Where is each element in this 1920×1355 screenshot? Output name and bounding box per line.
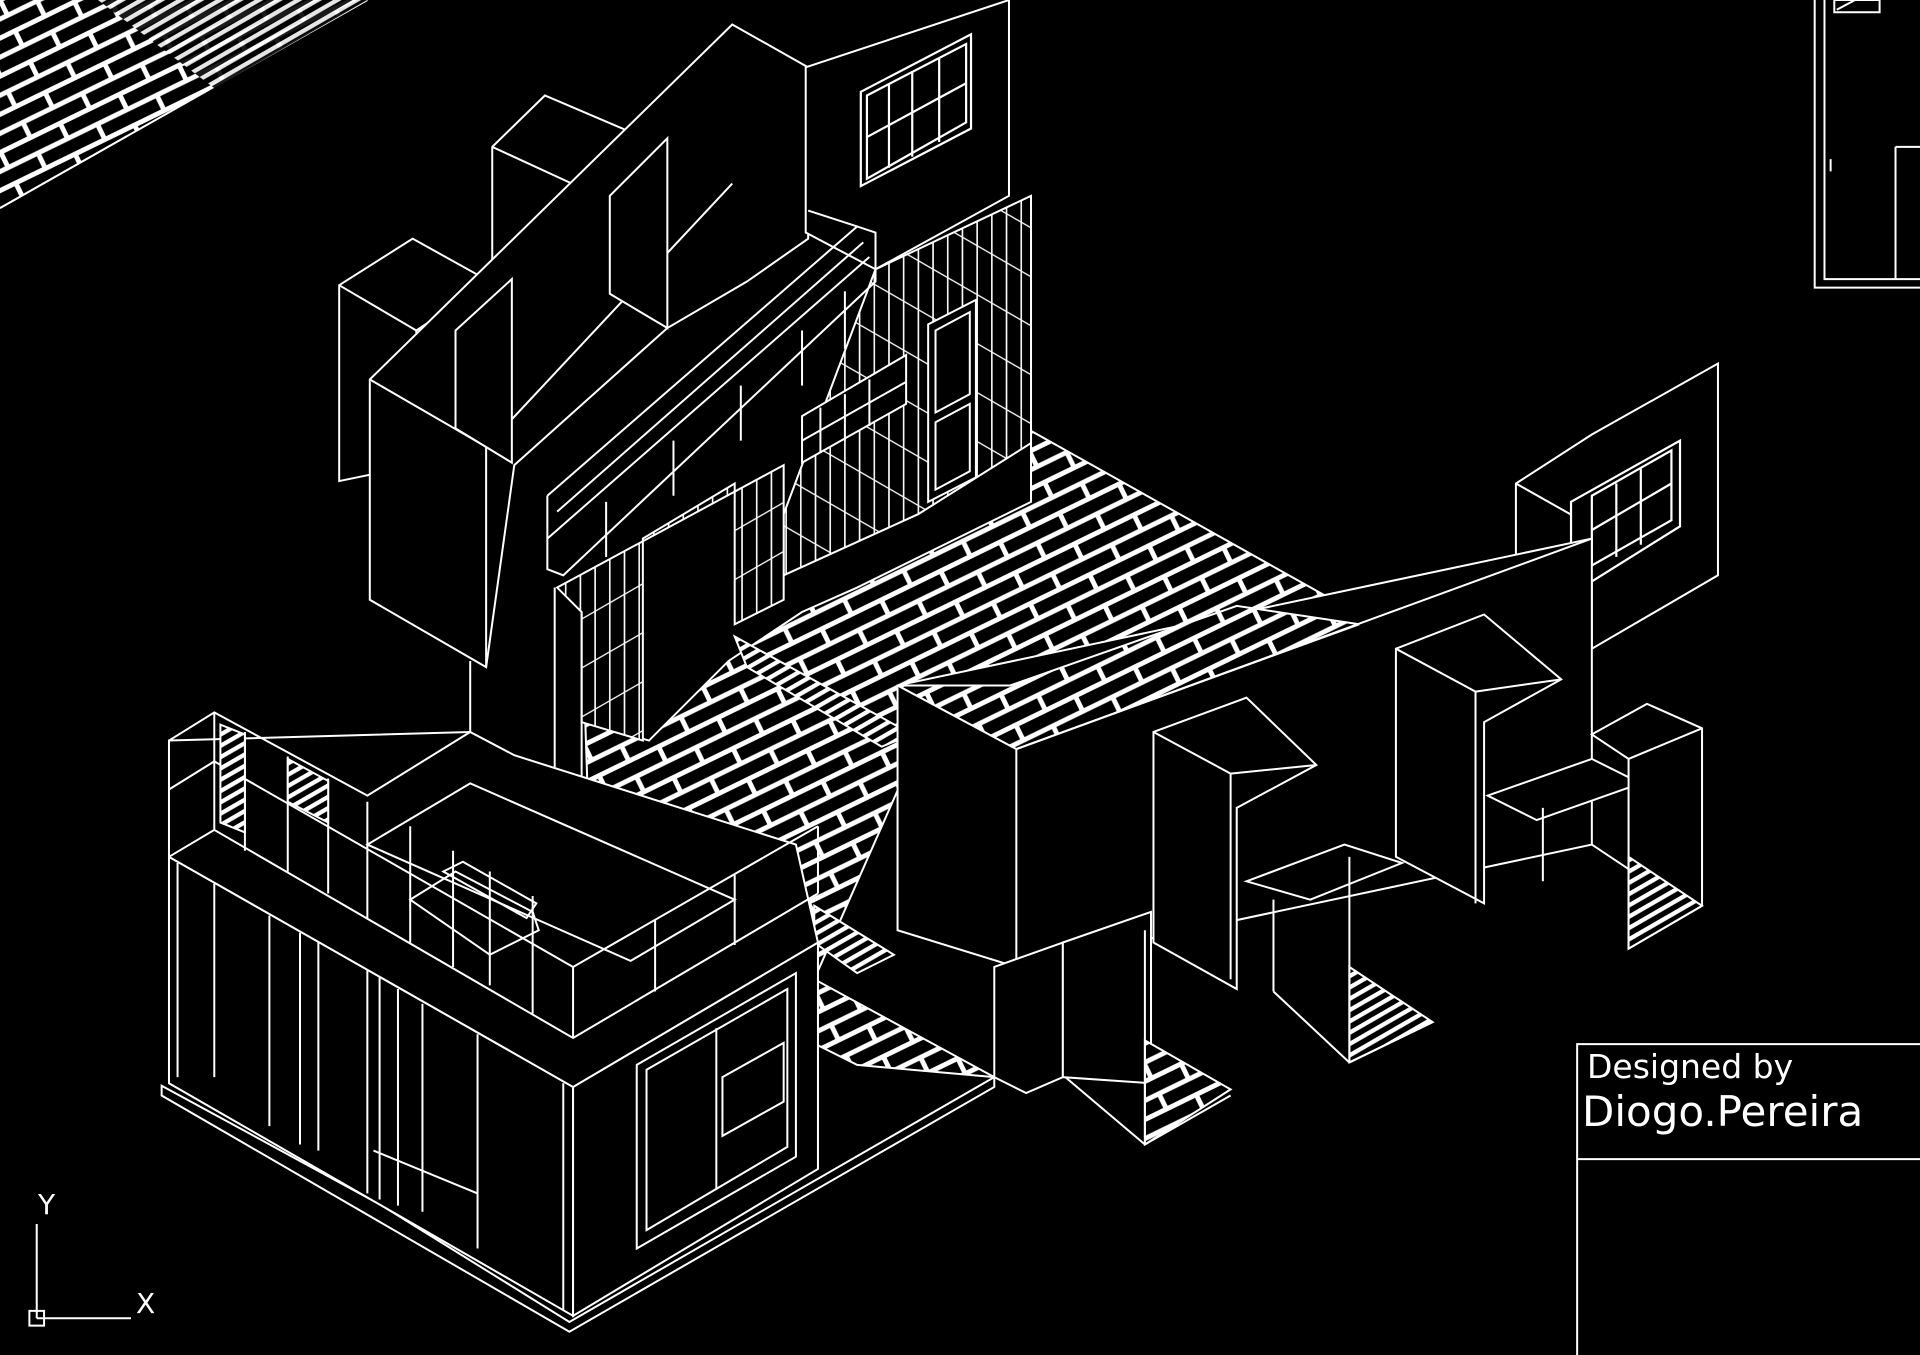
- front-left-pavilion: [162, 712, 995, 1331]
- title-block-designed-by: Designed by: [1587, 1047, 1794, 1086]
- top-right-viewport-fragment: [1815, 0, 1920, 288]
- back-left-building: [339, 0, 1009, 734]
- top-left-paving-fragment: [0, 0, 367, 208]
- ucs-y-label-overlay: Y: [38, 1188, 56, 1221]
- ucs-icon: [29, 1224, 131, 1326]
- title-block-designer-name: Diogo.Pereira: [1582, 1087, 1864, 1136]
- tiled-wall-balcony: [547, 196, 1031, 796]
- ucs-x-label-overlay: X: [136, 1287, 156, 1320]
- title-block: [1577, 1044, 1920, 1355]
- right-building: [898, 364, 1718, 1145]
